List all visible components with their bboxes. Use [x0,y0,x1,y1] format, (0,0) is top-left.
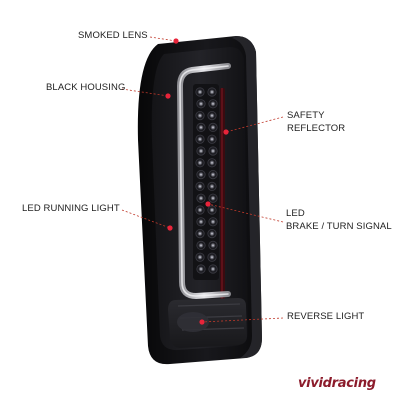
callout-dot-led-running [167,225,173,231]
led-diode [198,266,204,272]
reverse-light-reflector [177,312,209,332]
callout-safety-reflector-line2: REFLECTOR [287,123,346,134]
led-diode [198,243,204,248]
led-diode [210,172,216,178]
led-diode [209,89,215,95]
callout-dots [165,38,229,325]
led-diode [197,231,203,237]
callout-safety-reflector: SAFETY REFLECTOR [287,109,345,135]
callout-led-brake-turn: LED BRAKE / TURN SIGNAL [286,207,392,233]
housing-edge [232,36,262,358]
led-diode [209,160,215,166]
callout-reverse-light-text: REVERSE LIGHT [287,311,365,322]
callout-dot-led-brake [205,201,211,207]
led-diode [197,89,203,95]
led-diode [209,231,215,237]
led-diode [210,243,216,248]
led-diode [209,136,215,142]
led-diode [197,207,203,213]
led-light-bar-core [179,65,229,297]
led-diode [210,219,216,225]
callout-led-running-light: LED RUNNING LIGHT [22,202,120,215]
safety-reflector-glow [221,88,223,338]
callout-led-brake-line2: BRAKE / TURN SIGNAL [286,221,392,232]
callout-line-led-brake [207,203,284,223]
callout-dot-black-housing [165,93,171,99]
led-diode [198,125,204,130]
callout-line-led-running [121,209,171,229]
led-diode [210,148,216,154]
callout-led-brake-line1: LED [286,208,305,219]
callout-led-running-light-text: LED RUNNING LIGHT [22,203,120,214]
led-diode [198,172,204,178]
led-diode [209,254,215,260]
led-diode [198,148,204,154]
callout-black-housing: BLACK HOUSING [46,81,125,94]
led-diode [197,254,203,260]
led-diode [210,125,216,130]
led-diode [209,207,215,213]
callout-line-reverse [201,317,284,323]
led-diode [197,160,203,166]
led-diode [210,266,216,272]
callout-black-housing-text: BLACK HOUSING [46,82,126,93]
callout-lines [121,36,284,323]
led-grid [195,87,218,274]
callout-line-safety-reflector [225,116,284,133]
callout-line-smoked-lens [149,36,177,42]
callout-dot-smoked-lens [173,38,179,44]
led-diode [198,101,204,107]
watermark-part1: vivid [298,376,332,391]
led-diode [210,101,216,107]
callout-reverse-light: REVERSE LIGHT [287,310,364,323]
callout-smoked-lens-text: SMOKED LENS [78,30,148,41]
callout-dot-reverse [199,319,205,325]
callout-smoked-lens: SMOKED LENS [78,29,148,42]
brand-watermark-logo: vividracing [298,376,376,391]
watermark-part2: racing [331,376,376,391]
led-diode [209,113,215,118]
callout-dot-safety-reflector [223,129,229,135]
callout-safety-reflector-line1: SAFETY [287,110,325,121]
led-diode [197,184,203,189]
led-diode [198,219,204,225]
led-diode [197,136,203,142]
led-diode [210,195,216,201]
led-diode [197,113,203,118]
led-diode [198,195,204,201]
led-diode [209,184,215,189]
